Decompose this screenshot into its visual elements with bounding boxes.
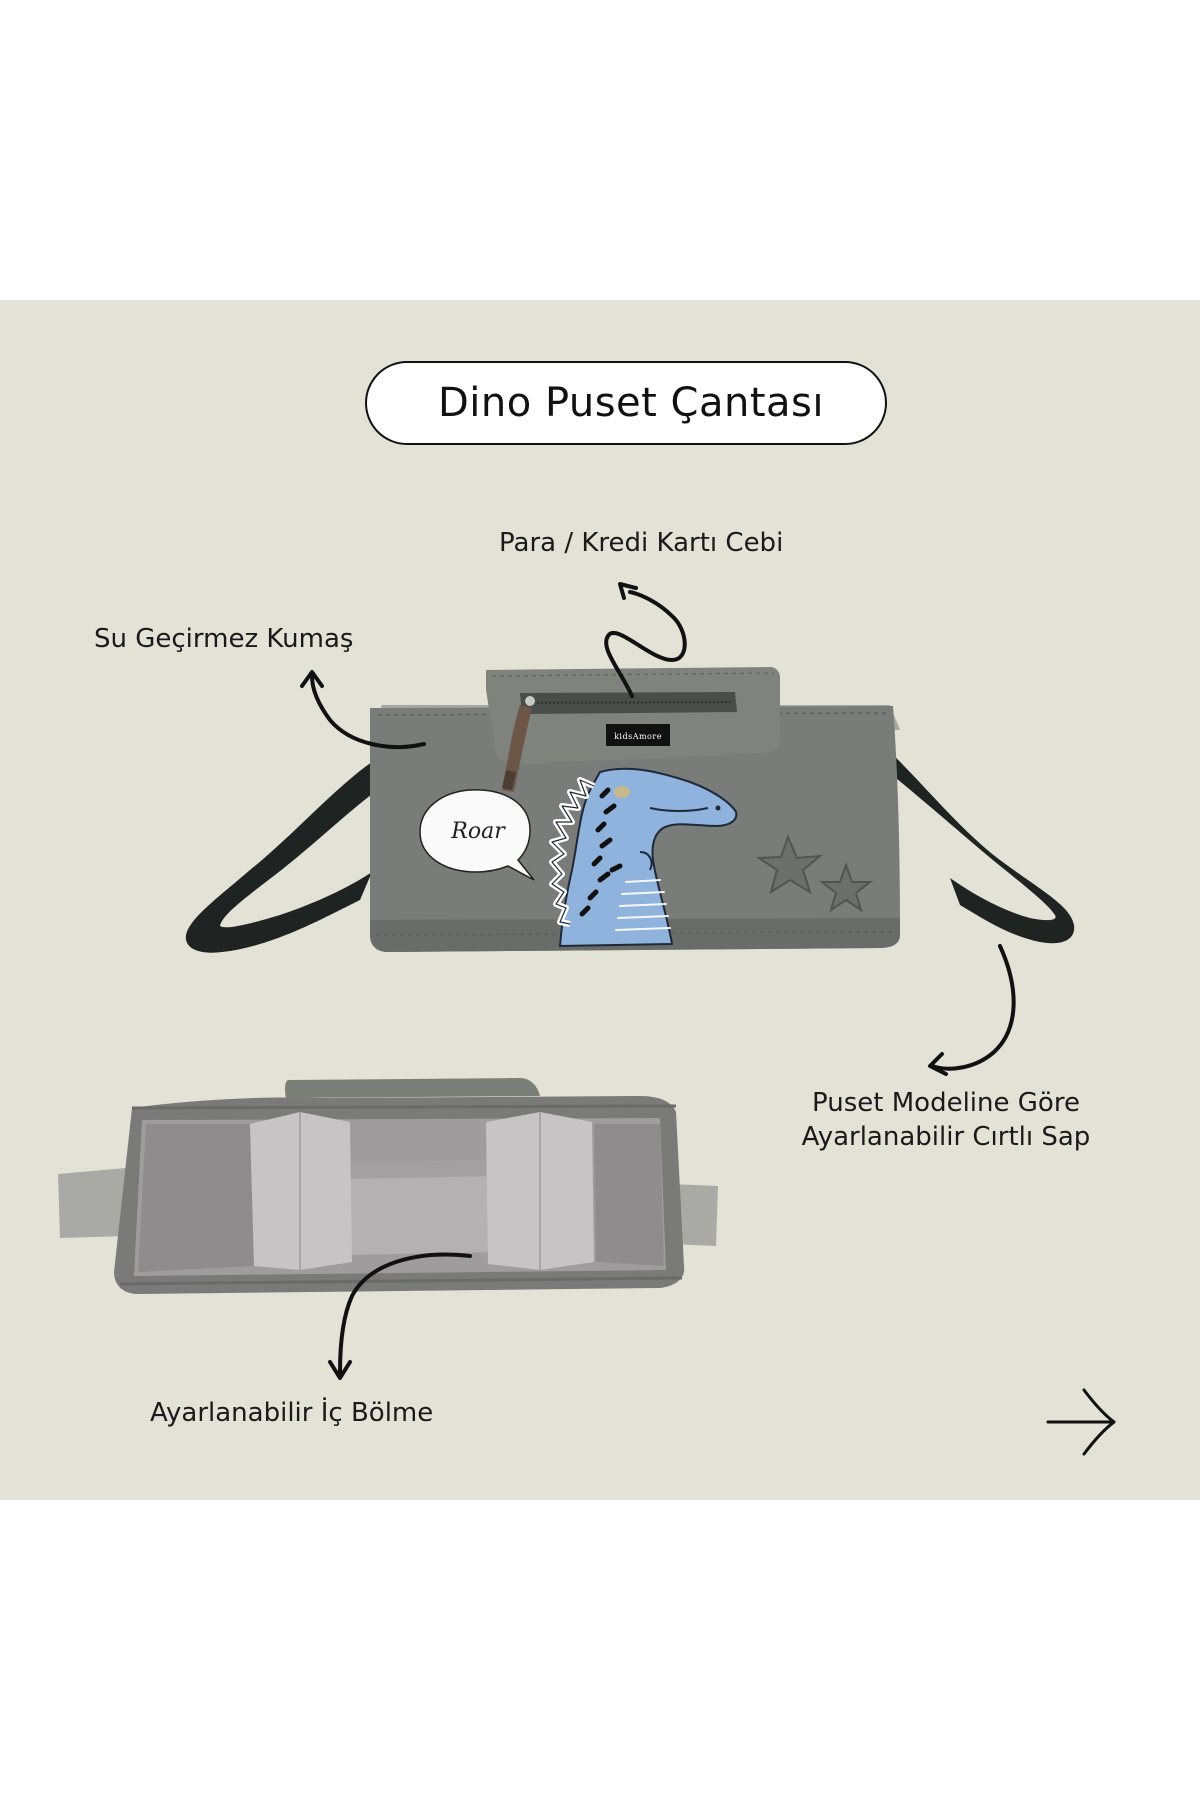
star-icon <box>819 861 873 913</box>
label-adjustable-strap-line1: Puset Modeline Göre <box>812 1088 1080 1118</box>
speech-bubble <box>419 789 535 881</box>
pocket-callout-arrow <box>604 590 687 698</box>
label-adjustable-strap-line2: Ayarlanabilir Cırtlı Sap <box>801 1122 1091 1152</box>
left-strap-faded <box>58 1168 130 1238</box>
stroller-bag-interior <box>58 1078 718 1294</box>
fabric-arrowhead-icon <box>300 670 324 688</box>
speech-bubble-text: Roar <box>450 819 506 844</box>
right-strap <box>886 748 1075 944</box>
page-title: Dino Puset Çantası <box>437 380 824 426</box>
left-strap <box>185 750 392 953</box>
bag-flap <box>486 667 780 764</box>
label-waterproof-fabric: Su Geçirmez Kumaş <box>94 624 354 654</box>
strap-arrowhead-icon <box>928 1052 948 1076</box>
star-patches <box>755 834 873 913</box>
divider-arrowhead-icon <box>328 1360 352 1380</box>
label-inner-divider: Ayarlanabilir İç Bölme <box>150 1398 434 1428</box>
zip-pull-tab <box>502 705 532 792</box>
pocket-arrowhead-icon <box>618 582 638 600</box>
card-pocket-zipper <box>520 692 737 714</box>
title-pill: Dino Puset Çantası <box>365 361 887 445</box>
arrow-right-icon[interactable] <box>1044 1386 1120 1458</box>
divider-callout-arrow <box>338 1252 472 1374</box>
label-adjustable-strap: Puset Modeline Göre Ayarlanabilir Cırtlı… <box>796 1086 1096 1154</box>
fabric-callout-arrow <box>310 674 426 749</box>
stroller-bag-front: kidsAmore Roar <box>185 667 1075 953</box>
brand-tag-text: kidsAmore <box>614 732 662 741</box>
label-card-pocket: Para / Kredi Kartı Cebi <box>499 528 784 558</box>
brand-tag <box>606 724 670 746</box>
dino-applique <box>549 767 738 948</box>
star-icon <box>755 834 824 895</box>
strap-callout-arrow <box>930 944 1016 1071</box>
